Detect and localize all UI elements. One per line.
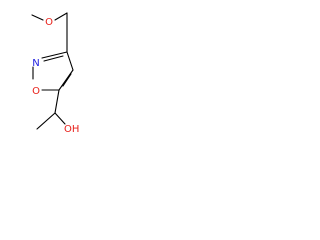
bond-o-ch2 xyxy=(54,12,68,21)
bond-methyl-o xyxy=(31,14,44,21)
hydroxyl-label: OH xyxy=(64,124,79,135)
bond-c3-n2-inner xyxy=(43,55,64,62)
bond-c5-c4-inner xyxy=(62,73,72,87)
ring-nitrogen-label: N xyxy=(32,58,39,69)
bond-c5-c4 xyxy=(58,69,74,91)
molecule-structure: O N O OH xyxy=(31,12,79,135)
bond-c5-choh xyxy=(54,89,60,114)
bond-c4-c3 xyxy=(66,51,74,71)
ring-oxygen-label: O xyxy=(32,86,40,97)
bond-c3-n2 xyxy=(41,51,68,59)
bond-choh-methyl xyxy=(36,112,56,130)
bond-choh-oh xyxy=(54,112,66,125)
methoxy-oxygen-label: O xyxy=(45,17,53,28)
